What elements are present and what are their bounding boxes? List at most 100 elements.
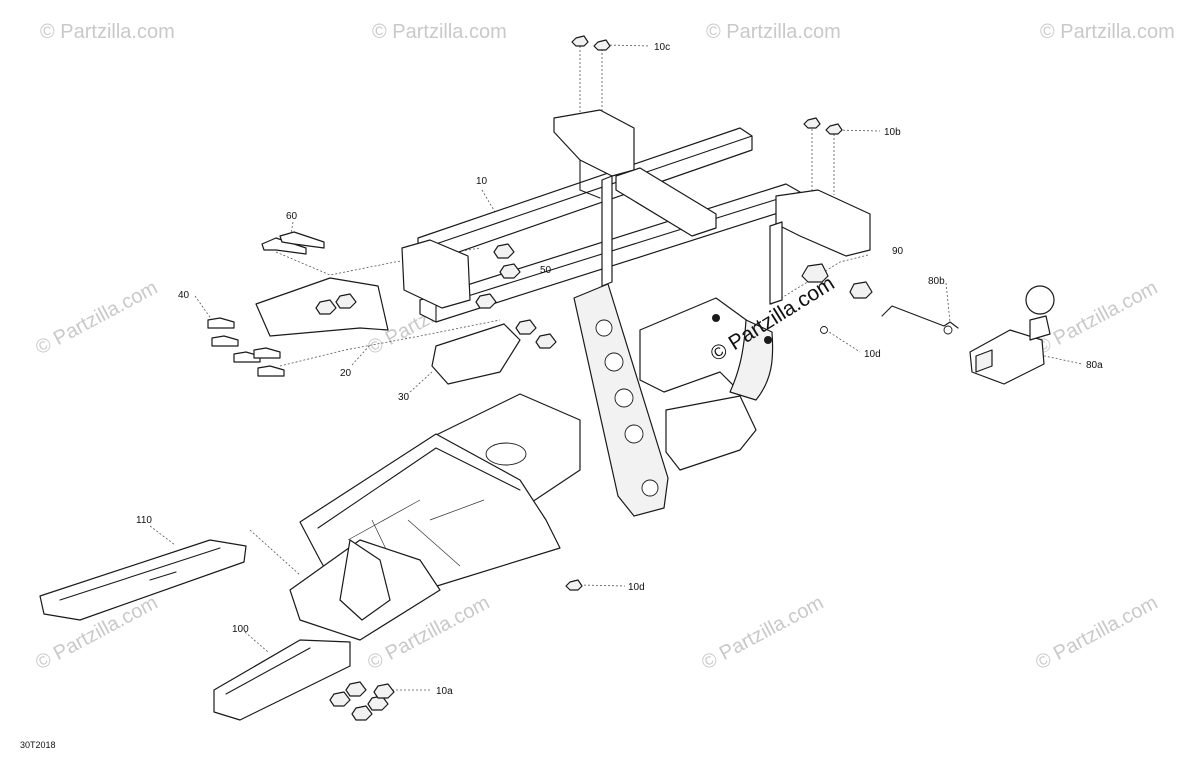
nut-10c — [571, 35, 589, 47]
leader-line — [244, 631, 269, 653]
nut-10c — [593, 39, 611, 51]
callout-10c: 10c — [654, 42, 670, 53]
callout-10a: 10a — [436, 686, 453, 697]
hardware — [39, 35, 1055, 721]
nut-10a — [345, 681, 367, 697]
leader-line — [481, 189, 496, 213]
hitch-tube — [729, 319, 774, 401]
leader-line — [579, 42, 603, 112]
bracket-edge — [579, 159, 601, 199]
callout-110: 110 — [136, 515, 152, 526]
leader-line — [945, 282, 951, 323]
leader-line — [289, 221, 294, 241]
frame-assembly — [289, 109, 871, 641]
bushing-90 — [801, 263, 829, 283]
bolt-40 — [207, 317, 235, 329]
callout-10b: 10b — [884, 127, 901, 138]
upper-bracket-right — [775, 189, 871, 257]
leader-line — [811, 125, 835, 195]
callout-30: 30 — [398, 392, 410, 403]
tower-hole — [595, 319, 613, 337]
leader-line — [1039, 354, 1083, 365]
callout-90: 90 — [892, 246, 904, 257]
cross-tube — [615, 167, 717, 237]
hitch-receiver-80a — [969, 329, 1045, 385]
screw-10d — [565, 579, 583, 591]
frame-edge — [317, 447, 521, 529]
bolt-60 — [261, 237, 307, 255]
skid-110 — [39, 539, 247, 621]
callout-50: 50 — [540, 265, 552, 276]
nut-50 — [535, 333, 557, 349]
hitch-pin-clip — [943, 325, 953, 335]
watermark-text: © Partzilla.com — [706, 21, 841, 43]
leader-line — [769, 254, 869, 306]
bolt-40 — [253, 347, 281, 359]
callout-10d-right: 10d — [864, 349, 881, 360]
hitch-ball — [1025, 285, 1055, 315]
hitch-pin-80b — [881, 305, 959, 329]
leader-line — [605, 44, 651, 47]
floor-hole — [485, 442, 527, 466]
leader-line — [834, 129, 881, 132]
leader-line — [579, 584, 626, 587]
leader-line — [279, 319, 501, 367]
bushing-90 — [849, 281, 873, 299]
ball-neck — [1029, 315, 1051, 341]
skid-edge — [59, 547, 221, 601]
hitch-hole — [764, 336, 772, 344]
watermark-text: © Partzilla.com — [372, 21, 507, 43]
tower-hole — [614, 388, 634, 408]
upper-bracket-left — [553, 109, 635, 177]
callout-80b: 80b — [928, 276, 945, 287]
callout-20: 20 — [340, 368, 352, 379]
diagram-code: 30T2018 — [20, 740, 56, 750]
receiver-opening — [975, 349, 993, 373]
watermark-text: © Partzilla.com — [1040, 21, 1175, 43]
nut-10b — [825, 123, 843, 135]
nut-50 — [493, 243, 515, 259]
vertical-post — [769, 221, 783, 305]
nut-10a — [373, 683, 395, 699]
callout-10: 10 — [476, 176, 488, 187]
watermark-text: © Partzilla.com — [40, 21, 175, 43]
callout-80a: 80a — [1086, 360, 1103, 371]
frame-truss — [347, 499, 485, 571]
bolt-40 — [257, 365, 285, 377]
skid-edge — [225, 647, 311, 695]
hitch-hole — [712, 314, 720, 322]
callout-40: 40 — [178, 290, 190, 301]
leader-line — [351, 344, 371, 366]
leader-line — [249, 529, 301, 576]
front-arm-bracket — [339, 539, 391, 621]
watermark-text: © Partzilla.com — [698, 592, 827, 675]
tower-hole — [641, 479, 659, 497]
callout-10d-bottom: 10d — [628, 582, 645, 593]
callout-100: 100 — [232, 624, 249, 635]
leader-line — [194, 295, 213, 321]
leader-line — [409, 371, 433, 393]
nut-50 — [515, 319, 537, 335]
nut-10a — [351, 705, 373, 721]
rail-edge — [435, 191, 801, 323]
tower-hole — [604, 352, 624, 372]
bolt-40 — [211, 335, 239, 347]
nut-10a — [329, 691, 351, 707]
nut-10b — [803, 117, 821, 129]
leader-lines — [149, 42, 1083, 691]
skid-100 — [213, 639, 351, 721]
bushing-20 — [335, 293, 357, 309]
vertical-post — [601, 175, 613, 287]
watermark-text: © Partzilla.com — [1032, 277, 1161, 360]
bolt-60 — [279, 231, 325, 249]
bushing-20 — [315, 299, 337, 315]
leader-line — [149, 525, 176, 546]
watermark-text: © Partzilla.com — [32, 277, 161, 360]
washer-10d — [820, 326, 828, 334]
leader-line — [825, 329, 861, 353]
left-side-plate — [401, 239, 471, 309]
callout-labels: 10c 10b 10 60 50 40 20 30 90 80b 80a 10d… — [136, 42, 1103, 697]
callout-60: 60 — [286, 211, 298, 222]
